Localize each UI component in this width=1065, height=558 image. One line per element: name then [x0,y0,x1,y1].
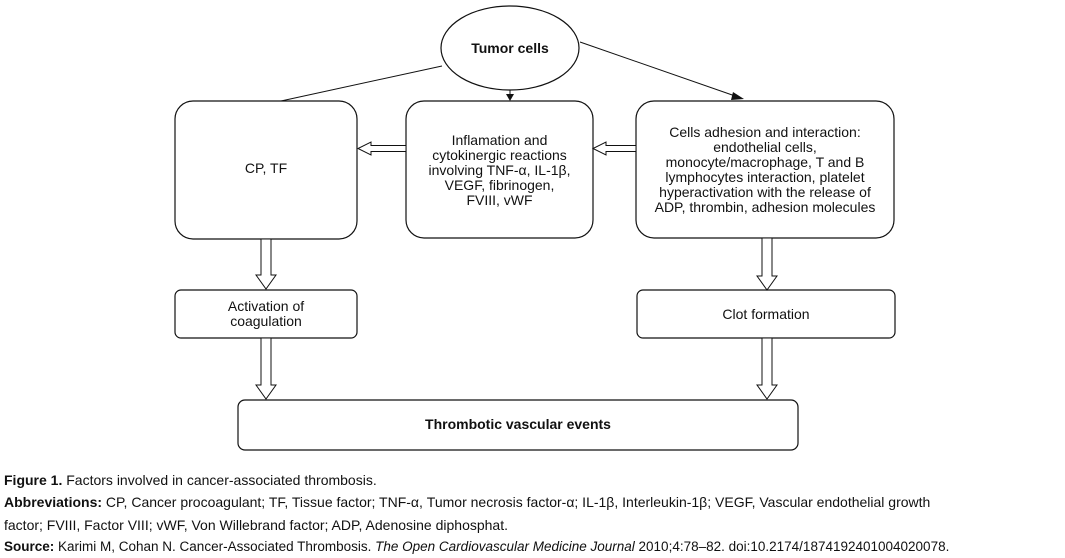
inflammation-line-1: Inflamation and [451,131,548,148]
abbreviations-line-1: Abbreviations: CP, Cancer procoagulant; … [4,491,930,513]
inflammation-line-5: FVIII, vWF [466,191,533,208]
arrow-adhesion-to-clot [756,237,778,291]
abbreviations-label: Abbreviations: [4,494,103,510]
arrowhead-cells-adhesion [731,92,744,100]
cells-adhesion-line-2: endothelial cells, [713,139,817,155]
connector-to-cp-tf [280,65,443,102]
inflammation-line-3: involving TNF-α, IL-1β, [428,161,571,178]
arrow-inflammation-to-cp-tf [356,141,407,156]
cells-adhesion-line-1: Cells adhesion and interaction: [669,124,861,140]
flow-diagram [174,5,896,451]
figure-caption: Figure 1. Factors involved in cancer-ass… [4,469,377,491]
source-text-1: Karimi M, Cohan N. Cancer-Associated Thr… [54,539,376,554]
activation-line-1: Activation of [227,298,305,314]
tumor-cells-label: Tumor cells [471,39,549,56]
inflammation-line-2: cytokinergic reactions [432,146,567,163]
inflammation-label: Inflamation and cytokinergic reactions i… [406,110,593,230]
source-journal: The Open Cardiovascular Medicine Journal [375,539,635,554]
arrow-cp-tf-to-activation [255,238,277,290]
cells-adhesion-line-6: ADP, thrombin, adhesion molecules [654,199,876,215]
abbreviations-text-1: CP, Cancer procoagulant; TF, Tissue fact… [102,494,931,510]
activation-line-2: coagulation [230,313,302,329]
figure-label: Figure 1. [4,472,63,488]
clot-formation-label: Clot formation [722,305,810,322]
arrowhead-inflammation [506,94,514,101]
arrow-adhesion-to-inflammation [591,141,637,156]
source-line: Source: Karimi M, Cohan N. Cancer-Associ… [4,536,949,558]
cells-adhesion-label: Cells adhesion and interaction: endothel… [636,110,894,230]
abbreviations-line-2: factor; FVIII, Factor VIII; vWF, Von Wil… [4,514,508,536]
activation-label: Activation of coagulation [175,294,357,334]
source-text-2: 2010;4:78–82. doi:10.2174/18741924010040… [634,539,950,554]
cells-adhesion-line-4: lymphocytes interaction, platelet [665,169,865,185]
thrombotic-events-label: Thrombotic vascular events [425,415,611,432]
inflammation-node [405,100,594,239]
source-label: Source: [4,539,55,554]
thrombotic-events-node [237,399,799,451]
cp-tf-label: CP, TF [244,159,288,176]
cells-adhesion-line-5: hyperactivation with the release of [659,184,871,200]
inflammation-line-4: VEGF, fibrinogen, [444,176,555,193]
cells-adhesion-line-3: monocyte/macrophage, T and B [665,154,865,170]
figure-text: Factors involved in cancer-associated th… [62,472,377,488]
abbreviations-text-2: factor; FVIII, Factor VIII; vWF, Von Wil… [4,517,508,533]
connector-to-cells-adhesion [579,41,739,98]
arrow-activation-to-events [255,337,277,400]
arrow-clot-to-events [756,337,778,400]
